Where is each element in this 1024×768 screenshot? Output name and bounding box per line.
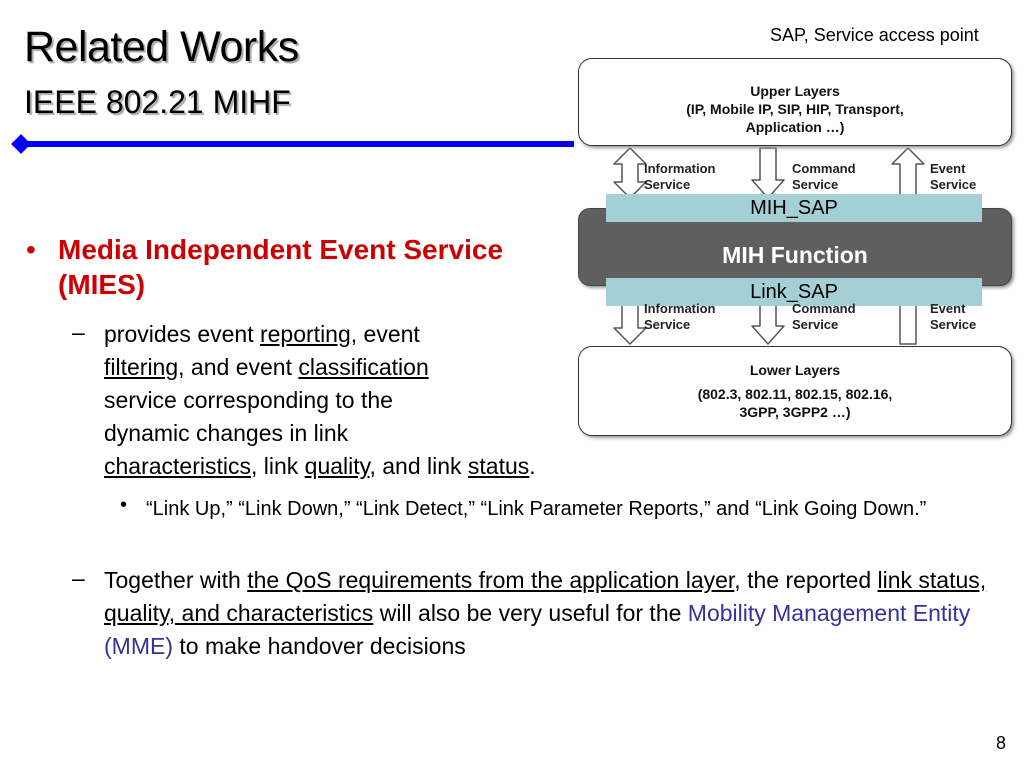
lower-layers-title: Lower Layers bbox=[749, 362, 841, 378]
text-run: , and event bbox=[178, 354, 299, 380]
mih-diagram: Upper Layers (IP, Mobile IP, SIP, HIP, T… bbox=[572, 56, 1016, 440]
text-run: . bbox=[529, 453, 536, 479]
label-line: Service bbox=[792, 177, 839, 192]
title-rule bbox=[20, 141, 574, 147]
lower-layers-detail-2: 3GPP, 3GPP2 …) bbox=[739, 404, 851, 420]
label-line: Information bbox=[644, 301, 716, 316]
info-service-arrow-top bbox=[613, 147, 647, 199]
label-line: Event bbox=[930, 161, 966, 176]
slide-title: Related Works bbox=[24, 23, 299, 71]
underlined-term: the QoS requirements from the applicatio… bbox=[247, 567, 735, 593]
text-run: provides event bbox=[104, 321, 260, 347]
dash-marker: – bbox=[72, 565, 85, 591]
label-line: Service bbox=[792, 317, 839, 332]
upper-layers-title: Upper Layers bbox=[750, 83, 840, 99]
text-run: will also be very useful for the bbox=[373, 600, 688, 626]
command-service-arrow-top bbox=[751, 147, 785, 199]
dash-marker: – bbox=[72, 319, 85, 345]
label-line: Event bbox=[930, 301, 966, 316]
underlined-term: link status, quality, and characteristic… bbox=[104, 567, 987, 626]
sub-sub-bullet-link-events: “Link Up,” “Link Down,” “Link Detect,” “… bbox=[146, 498, 927, 520]
bullet-mies: Media Independent Event Service (MIES) bbox=[58, 234, 504, 300]
text-run: , event bbox=[350, 321, 420, 347]
label-line: Service bbox=[930, 177, 977, 192]
mih-function-label: MIH Function bbox=[722, 242, 868, 268]
underlined-term: filtering bbox=[104, 354, 179, 380]
label-line: Service bbox=[930, 317, 977, 332]
event-service-arrow-top bbox=[891, 147, 925, 199]
lower-layers-box: Lower Layers (802.3, 802.11, 802.15, 802… bbox=[578, 346, 1012, 436]
text-run: , the reported bbox=[734, 567, 878, 593]
text-run: , link bbox=[250, 453, 305, 479]
text-run: Together with bbox=[104, 567, 248, 593]
underlined-term: reporting bbox=[259, 321, 351, 347]
sub-bullet-qos: Together with the QoS requirements from … bbox=[104, 564, 1014, 663]
upper-layers-detail: (IP, Mobile IP, SIP, HIP, Transport, bbox=[686, 101, 904, 117]
underlined-term: characteristics bbox=[104, 453, 251, 479]
bullet-marker: • bbox=[120, 494, 128, 516]
label-line: Service bbox=[644, 317, 691, 332]
label-line: Service bbox=[644, 177, 691, 192]
page-number: 8 bbox=[996, 733, 1007, 753]
text-run: to make handover decisions bbox=[172, 633, 466, 659]
slide-subtitle: IEEE 802.21 MIHF bbox=[24, 84, 291, 120]
label-line: Command bbox=[792, 301, 856, 316]
lower-layers-detail: (802.3, 802.11, 802.15, 802.16, bbox=[697, 386, 893, 402]
upper-layers-box: Upper Layers (IP, Mobile IP, SIP, HIP, T… bbox=[578, 58, 1012, 146]
sub-bullet-event-service: provides event reporting, event filterin… bbox=[104, 318, 694, 483]
label-line: Information bbox=[644, 161, 716, 176]
link-sap-bar: Link_SAP bbox=[606, 278, 982, 306]
underlined-term: quality bbox=[304, 453, 370, 479]
underlined-term: status bbox=[467, 453, 530, 479]
text-run: service corresponding to the dynamic cha… bbox=[104, 387, 393, 446]
sap-note: SAP, Service access point bbox=[770, 25, 979, 45]
mme-term: Mobility Management Entity (MME) bbox=[104, 600, 971, 659]
upper-layers-detail-2: Application …) bbox=[745, 119, 845, 135]
label-line: Command bbox=[792, 161, 856, 176]
underlined-term: classification bbox=[298, 354, 429, 380]
text-run: , and link bbox=[369, 453, 468, 479]
bullet-marker: • bbox=[26, 234, 36, 265]
mih-sap-bar: MIH_SAP bbox=[606, 194, 982, 222]
